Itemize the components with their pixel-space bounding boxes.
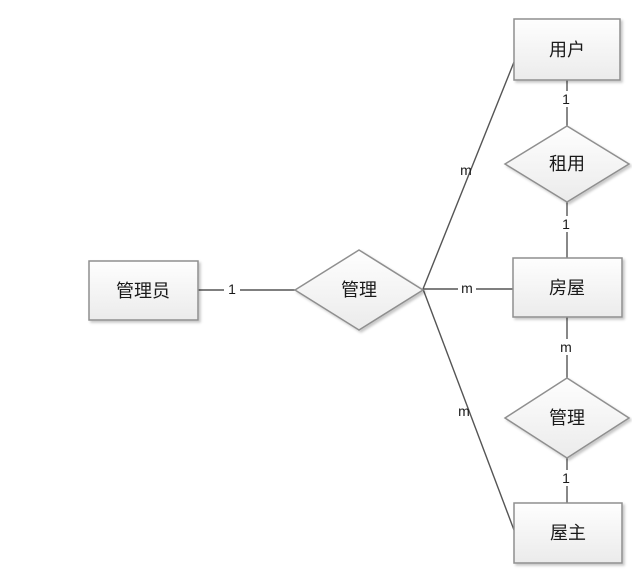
entity-box-house <box>512 257 623 318</box>
relationship-diamond-manage-lower <box>503 377 631 459</box>
cardinality-manage-user: m <box>460 162 472 178</box>
relationship-label-manage-center: 管理 <box>341 280 377 300</box>
cardinality-rent-house: 1 <box>562 216 570 232</box>
relationship-diamond-rent <box>503 125 631 203</box>
cardinality-admin-manage: 1 <box>228 281 236 297</box>
entity-box-owner <box>513 502 623 564</box>
label-gap <box>559 470 574 486</box>
relationship-label-rent: 租用 <box>549 154 585 174</box>
label-gap <box>458 280 476 296</box>
cardinality-manage-owner: m <box>458 403 470 419</box>
relationship-label-manage-lower: 管理 <box>549 408 585 428</box>
entity-box-user <box>513 18 621 81</box>
entity-label-admin: 管理员 <box>116 281 170 301</box>
relationship-diamond-manage-center <box>293 249 425 331</box>
connector-manage-owner <box>422 288 515 531</box>
entity-label-owner: 屋主 <box>550 523 586 543</box>
label-gap <box>559 216 574 232</box>
label-gap <box>559 91 574 107</box>
cardinality-manage-lower-owner: 1 <box>562 470 570 486</box>
connector-manage-user <box>422 61 515 290</box>
cardinality-manage-house: m <box>461 280 473 296</box>
label-gap <box>557 339 576 355</box>
entity-label-house: 房屋 <box>549 278 585 298</box>
entity-box-admin <box>88 260 199 321</box>
label-gap <box>224 281 240 297</box>
cardinality-house-manage-lower: m <box>560 339 572 355</box>
entity-label-user: 用户 <box>549 40 585 60</box>
label-gaps <box>224 91 576 486</box>
cardinality-user-rent: 1 <box>562 91 570 107</box>
